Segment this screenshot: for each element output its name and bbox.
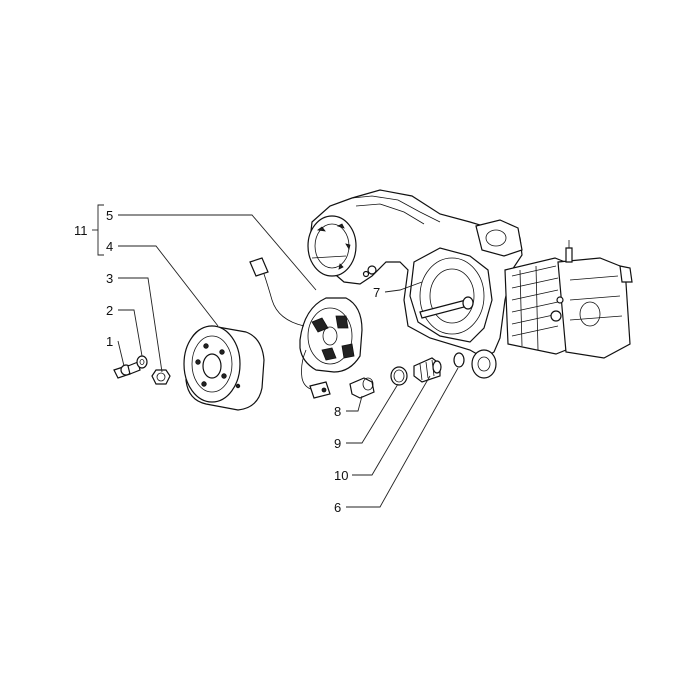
engine-crankcase	[307, 189, 633, 379]
part-8-plug	[349, 377, 375, 399]
callout-9: 9	[334, 436, 341, 451]
cylinder-fins	[504, 257, 567, 355]
callout-7: 7	[373, 285, 380, 300]
part-3-nut	[151, 369, 171, 385]
callout-5: 5	[106, 208, 113, 223]
callout-2: 2	[106, 303, 113, 318]
cylinder-head	[550, 240, 633, 359]
part-10-fitting	[413, 357, 442, 383]
part-5-stator	[249, 257, 363, 399]
callout-1: 1	[106, 334, 113, 349]
callout-6: 6	[334, 500, 341, 515]
part-2-washer	[136, 355, 148, 369]
leader-lines	[92, 204, 459, 508]
callout-labels: 11 5 4 3 2 1 7 8 9 10 6	[74, 208, 380, 515]
callout-8: 8	[334, 404, 341, 419]
callout-3: 3	[106, 271, 113, 286]
callout-11: 11	[74, 223, 88, 238]
part-4-flywheel	[183, 325, 265, 411]
part-1-bolt	[113, 361, 141, 379]
part-6-ring	[453, 352, 465, 368]
callout-10: 10	[334, 468, 348, 483]
part-9-o-ring	[390, 366, 408, 386]
callout-4: 4	[106, 239, 113, 254]
